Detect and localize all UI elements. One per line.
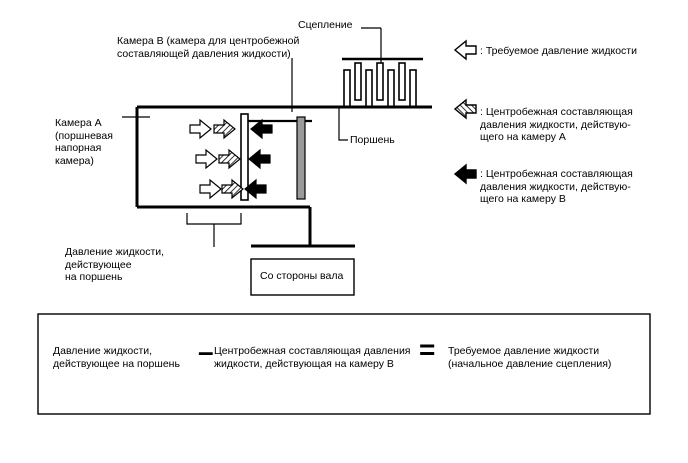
hatched-arrow-icon (221, 179, 244, 199)
piston (296, 116, 306, 200)
shaft-side-label: Со стороны вала (260, 270, 344, 282)
hatched-arrow-icon (454, 99, 477, 119)
piston-pointer (338, 107, 348, 141)
housing (135, 105, 432, 248)
black-arrow-icon (250, 119, 273, 139)
pressure-bracket (186, 213, 242, 225)
separator-plate (240, 113, 249, 201)
pressure-arrows (189, 119, 273, 199)
hatched-arrow-icon (218, 149, 241, 169)
legend-required-pressure: : Требуемое давление жидкости (480, 45, 637, 57)
equation-term-piston-pressure: Давление жидкости, действующее на поршен… (53, 345, 180, 370)
chamber-b-label: Камера B (камера для центробежной состав… (117, 35, 300, 60)
clutch-pack (342, 27, 432, 109)
black-arrow-icon (454, 164, 477, 184)
white-arrow-icon (454, 40, 477, 60)
piston-label: Поршень (350, 134, 395, 146)
shaft-side-box (250, 258, 355, 296)
legend-centrifugal-a: : Центробежная составляющая давления жид… (480, 106, 633, 143)
equation-equals: = (419, 334, 436, 365)
clutch-plates (343, 62, 417, 108)
clutch-label: Сцепление (298, 19, 353, 31)
pressure-on-piston-label: Давление жидкости, действующее на поршен… (65, 246, 165, 283)
white-arrow-icon (199, 179, 222, 199)
white-arrow-icon (189, 119, 212, 139)
legend-centrifugal-b: : Центробежная составляющая давления жид… (480, 168, 633, 205)
equation-term-required-pressure: Требуемое давление жидкости (начальное д… (448, 345, 612, 370)
equation-minus: – (198, 336, 214, 367)
hatched-arrow-icon (213, 119, 236, 139)
equation-term-centrifugal-b: Центробежная составляющая давления жидко… (214, 345, 411, 370)
chamber-a-label: Камера A (поршневая напорная камера) (55, 117, 113, 167)
equation-box (37, 313, 651, 415)
black-arrow-icon (248, 149, 271, 169)
white-arrow-icon (195, 149, 218, 169)
